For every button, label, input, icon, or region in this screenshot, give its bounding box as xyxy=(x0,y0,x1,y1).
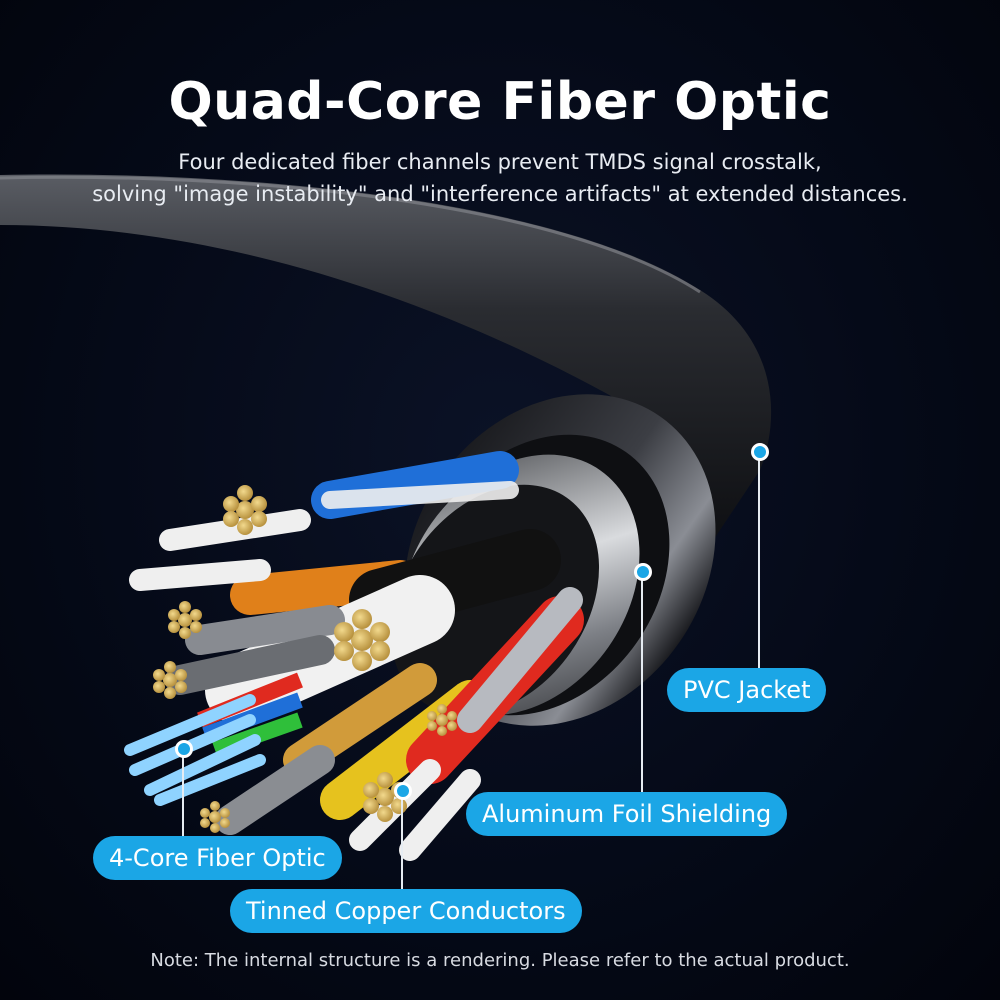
tinned-copper-leader-line xyxy=(401,797,403,890)
subtitle-line-2: solving "image instability" and "interfe… xyxy=(92,182,908,206)
fiber-optic-marker-dot xyxy=(175,740,193,758)
aluminum-foil-leader-line xyxy=(641,578,643,792)
disclaimer-note: Note: The internal structure is a render… xyxy=(150,950,850,971)
subtitle-line-1: Four dedicated fiber channels prevent TM… xyxy=(178,150,822,174)
fiber-optic-label: 4-Core Fiber Optic xyxy=(93,836,342,880)
aluminum-foil-marker-dot xyxy=(634,563,652,581)
page-title: Quad-Core Fiber Optic xyxy=(168,72,832,132)
pvc-jacket-label: PVC Jacket xyxy=(667,668,827,712)
tinned-copper-label: Tinned Copper Conductors xyxy=(230,889,582,933)
fiber-optic-leader-line xyxy=(182,755,184,838)
aluminum-foil-label: Aluminum Foil Shielding xyxy=(466,792,788,836)
pvc-jacket-marker-dot xyxy=(751,443,769,461)
pvc-jacket-leader-line xyxy=(758,458,760,670)
tinned-copper-marker-dot xyxy=(394,782,412,800)
